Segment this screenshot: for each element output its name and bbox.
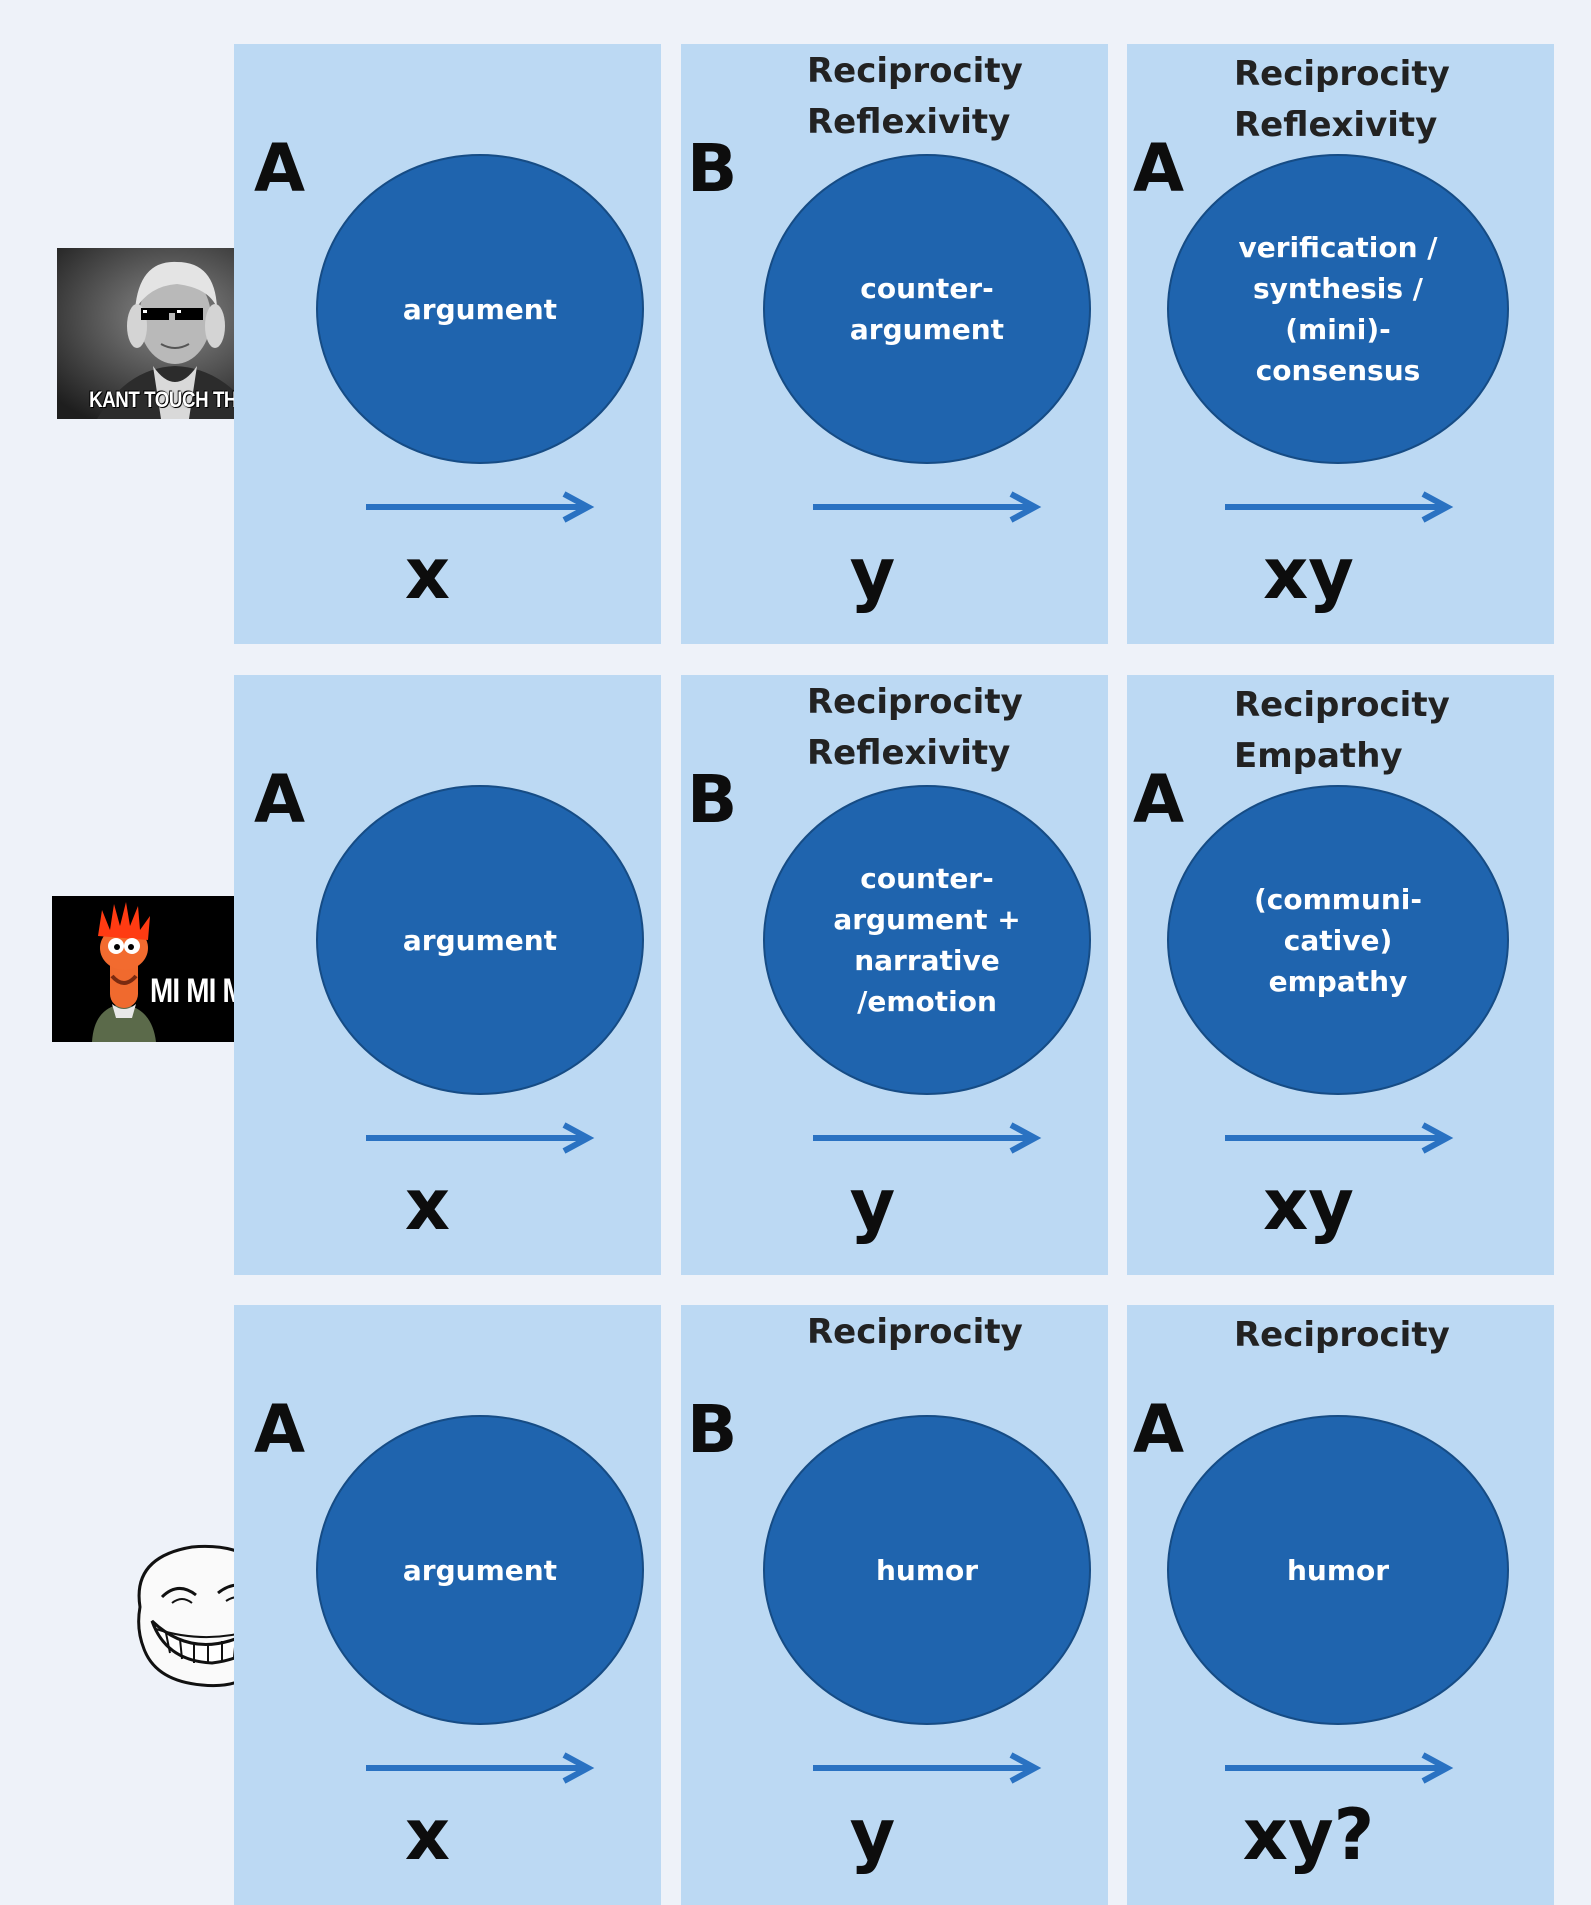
right-arrow-icon xyxy=(813,491,1042,523)
panel-empathy: Reciprocity Empathy A (communi- cative) … xyxy=(1127,675,1554,1275)
step-circle: humor xyxy=(763,1415,1091,1725)
step-circle: humor xyxy=(1167,1415,1509,1725)
variable-label: x xyxy=(404,1794,451,1876)
circle-text: argument xyxy=(402,1553,558,1587)
heading-line: Reciprocity xyxy=(1234,54,1450,94)
variable-label: y xyxy=(849,533,896,615)
variable-label: x xyxy=(404,1164,451,1246)
row-2: MI MI MI A argument x Reciprocity Reflex… xyxy=(0,675,1591,1275)
circle-text: argument xyxy=(402,923,558,957)
heading-line: Reciprocity xyxy=(807,682,1023,722)
circle-text: counter- argument xyxy=(849,272,1005,346)
speaker-label: A xyxy=(254,130,306,207)
speaker-label: A xyxy=(1133,761,1185,838)
panel-humor-response: Reciprocity A humor xy? xyxy=(1127,1305,1554,1905)
speaker-label: A xyxy=(1133,130,1185,207)
step-circle: verification / synthesis / (mini)- conse… xyxy=(1167,154,1509,464)
panel-humor: Reciprocity B humor y xyxy=(681,1305,1108,1905)
panel-heading: Reciprocity Reflexivity xyxy=(681,677,1108,779)
circle-text: humor xyxy=(1286,1553,1390,1587)
circle-text: humor xyxy=(875,1553,979,1587)
heading-line: Reciprocity xyxy=(807,1312,1023,1352)
panel-heading: Reciprocity xyxy=(681,1307,1108,1358)
speaker-label: A xyxy=(1133,1391,1185,1468)
row-1: KANT TOUCH THIS A argument x Reciprocity… xyxy=(0,44,1591,644)
right-arrow-icon xyxy=(366,1122,595,1154)
meme-caption: KANT TOUCH THIS xyxy=(89,387,254,412)
right-arrow-icon xyxy=(366,491,595,523)
heading-line: Reflexivity xyxy=(807,102,1011,142)
variable-label: xy xyxy=(1263,1164,1354,1246)
step-circle: counter- argument xyxy=(763,154,1091,464)
panel-counter-argument: Reciprocity Reflexivity B counter- argum… xyxy=(681,44,1108,644)
row-3: A argument x Reciprocity B humor y Recip… xyxy=(0,1305,1591,1905)
panel-counter-argument-narrative: Reciprocity Reflexivity B counter- argum… xyxy=(681,675,1108,1275)
heading-line: Reflexivity xyxy=(807,733,1011,773)
panel-heading: Reciprocity Empathy xyxy=(1127,680,1554,782)
variable-label: y xyxy=(849,1794,896,1876)
step-circle: (communi- cative) empathy xyxy=(1167,785,1509,1095)
variable-label: y xyxy=(849,1164,896,1246)
right-arrow-icon xyxy=(366,1752,595,1784)
panel-heading: Reciprocity Reflexivity xyxy=(1127,49,1554,151)
heading-line: Reciprocity xyxy=(1234,1315,1450,1355)
panel-argument: A argument x xyxy=(234,44,661,644)
speaker-label: B xyxy=(687,761,738,838)
speaker-label: B xyxy=(687,1391,738,1468)
heading-line: Reciprocity xyxy=(807,51,1023,91)
variable-label: x xyxy=(404,533,451,615)
speaker-label: B xyxy=(687,130,738,207)
panel-consensus: Reciprocity Reflexivity A verification /… xyxy=(1127,44,1554,644)
speaker-label: A xyxy=(254,1391,306,1468)
panel-argument: A argument x xyxy=(234,675,661,1275)
panel-heading: Reciprocity xyxy=(1127,1310,1554,1361)
variable-label: xy xyxy=(1263,533,1354,615)
right-arrow-icon xyxy=(1225,491,1454,523)
step-circle: argument xyxy=(316,785,644,1095)
right-arrow-icon xyxy=(813,1122,1042,1154)
heading-line: Reciprocity xyxy=(1234,685,1450,725)
circle-text: argument xyxy=(402,292,558,326)
variable-label: xy? xyxy=(1242,1794,1375,1876)
step-circle: argument xyxy=(316,1415,644,1725)
circle-text: verification / synthesis / (mini)- conse… xyxy=(1238,231,1438,387)
step-circle: argument xyxy=(316,154,644,464)
circle-text: counter- argument + narrative /emotion xyxy=(833,862,1021,1018)
heading-line: Reflexivity xyxy=(1234,105,1438,145)
step-circle: counter- argument + narrative /emotion xyxy=(763,785,1091,1095)
speaker-label: A xyxy=(254,761,306,838)
panel-heading: Reciprocity Reflexivity xyxy=(681,46,1108,148)
right-arrow-icon xyxy=(1225,1122,1454,1154)
circle-text: (communi- cative) empathy xyxy=(1253,882,1423,998)
panel-argument: A argument x xyxy=(234,1305,661,1905)
right-arrow-icon xyxy=(813,1752,1042,1784)
right-arrow-icon xyxy=(1225,1752,1454,1784)
heading-line: Empathy xyxy=(1234,736,1403,776)
